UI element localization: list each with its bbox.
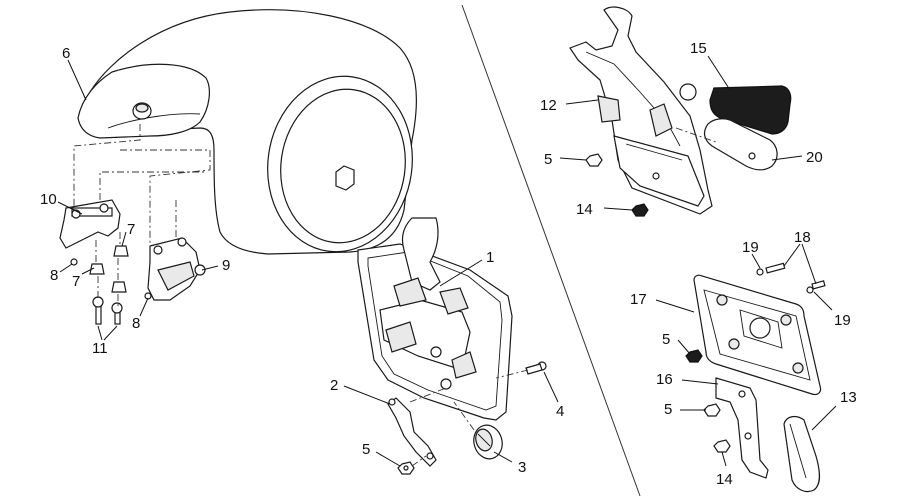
bracket-10 <box>59 199 121 249</box>
reflector-13 <box>783 415 821 493</box>
nut-5-center <box>397 461 415 475</box>
holder-12 <box>569 6 713 215</box>
callout-18: 18 <box>794 229 811 246</box>
assembly-line-upper-right <box>675 127 717 143</box>
callout-19a: 19 <box>742 239 759 256</box>
callout-3: 3 <box>518 459 526 476</box>
callout-6: 6 <box>62 45 70 62</box>
bracket-9 <box>147 237 206 301</box>
lamp-15 <box>709 85 792 135</box>
callout-1: 1 <box>486 249 494 266</box>
plate-17 <box>693 274 822 396</box>
callout-13: 13 <box>840 389 857 406</box>
callout-5a: 5 <box>362 441 370 458</box>
callout-16: 16 <box>656 371 673 388</box>
nuts-lower-right <box>703 403 731 453</box>
callout-14a: 14 <box>576 201 593 218</box>
callout-14b: 14 <box>716 471 733 488</box>
reflector-3 <box>473 424 503 460</box>
callout-4: 4 <box>556 403 564 420</box>
callout-15: 15 <box>690 40 707 57</box>
callout-7b: 7 <box>72 273 80 290</box>
callout-12: 12 <box>540 97 557 114</box>
section-divider <box>461 4 641 497</box>
callout-5c: 5 <box>662 331 670 348</box>
callout-11: 11 <box>92 340 108 357</box>
callout-10: 10 <box>40 191 57 208</box>
callout-labels: 6 10 7 8 7 8 9 11 1 2 4 3 5 12 5 14 15 2… <box>40 40 857 488</box>
hardware-left <box>70 245 152 325</box>
callout-7a: 7 <box>127 221 135 238</box>
gasket-20 <box>703 118 778 171</box>
screw-4 <box>525 361 547 375</box>
leader-lines <box>57 55 837 467</box>
callout-8b: 8 <box>132 315 140 332</box>
callout-20: 20 <box>806 149 823 166</box>
callout-2: 2 <box>330 377 338 394</box>
assembly-lines-center <box>409 369 529 467</box>
callout-9: 9 <box>222 257 230 274</box>
callout-5d: 5 <box>664 401 672 418</box>
nut-5-right <box>685 349 703 363</box>
rear-fender <box>77 9 418 255</box>
bracket-16 <box>715 377 769 479</box>
assembly-lines-left <box>73 124 211 306</box>
bracket-2 <box>387 397 437 467</box>
callout-5b: 5 <box>544 151 552 168</box>
callout-19b: 19 <box>834 312 851 329</box>
screws-18-19 <box>756 262 826 294</box>
callout-17: 17 <box>630 291 647 308</box>
plate-holder-1 <box>357 217 513 421</box>
callout-8a: 8 <box>50 267 58 284</box>
